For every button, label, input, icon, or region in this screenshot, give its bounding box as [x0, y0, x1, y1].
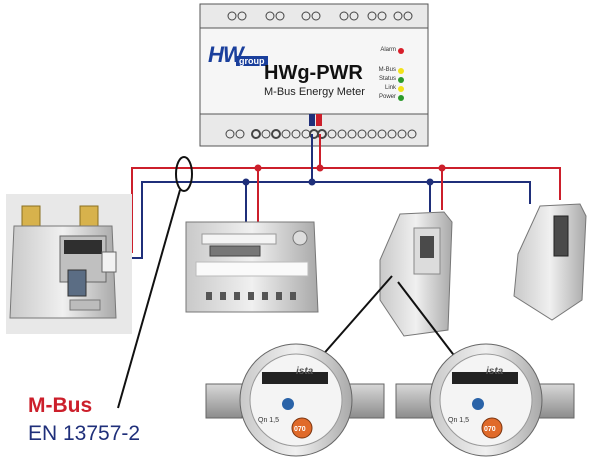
blue-wire-trunk	[116, 134, 313, 259]
pointer-to-water-meter-1	[319, 275, 393, 359]
led-link-label: Link	[384, 85, 396, 91]
water-meter-1-rating: Qn 1,5	[258, 417, 279, 424]
water-meter-2	[395, 343, 575, 457]
mbus-wiring	[116, 134, 561, 259]
mbus-label: M-Bus	[28, 394, 93, 417]
slim-din-module	[513, 203, 587, 321]
status-leds	[398, 48, 404, 101]
water-meter-1-dial: 070	[294, 426, 306, 433]
led-mbus-indicator	[398, 68, 404, 74]
led-alarm-indicator	[398, 48, 404, 54]
led-alarm-label: Alarm	[380, 47, 396, 53]
blue-wire-right	[312, 181, 531, 204]
gas-meter	[6, 194, 132, 334]
mbus-plus-terminal-mark	[316, 114, 322, 126]
hwg-pwr-device	[199, 3, 429, 147]
top-terminals	[227, 11, 413, 21]
led-power-label: Power	[378, 94, 396, 100]
water-meter-1-brand: ista	[296, 366, 314, 377]
led-status-indicator	[398, 77, 404, 83]
din-module-with-display	[379, 211, 453, 337]
mbus-minus-terminal-mark	[309, 114, 315, 126]
red-wire-right	[320, 167, 561, 200]
three-phase-meter	[185, 221, 319, 313]
device-title: HWg-PWR	[264, 62, 363, 84]
cable-ellipse-marker	[175, 156, 193, 192]
pointer-to-water-meter-2	[397, 281, 457, 359]
water-meter-2-dial: 070	[484, 426, 496, 433]
water-meter-2-brand: ista	[486, 366, 504, 377]
led-mbus-label: M-Bus	[378, 67, 396, 73]
led-status-label: Status	[378, 76, 396, 82]
cable-pointer-line	[117, 189, 181, 409]
led-power-indicator	[398, 95, 404, 101]
device-subtitle: M-Bus Energy Meter	[264, 86, 365, 98]
water-meter-1	[205, 343, 385, 457]
bottom-terminals	[225, 129, 417, 139]
wire-junctions	[242, 164, 446, 186]
standard-label: EN 13757-2	[28, 422, 141, 445]
water-meter-2-rating: Qn 1,5	[448, 417, 469, 424]
hwgroup-logo-sub: group	[236, 56, 268, 66]
led-link-indicator	[398, 86, 404, 92]
